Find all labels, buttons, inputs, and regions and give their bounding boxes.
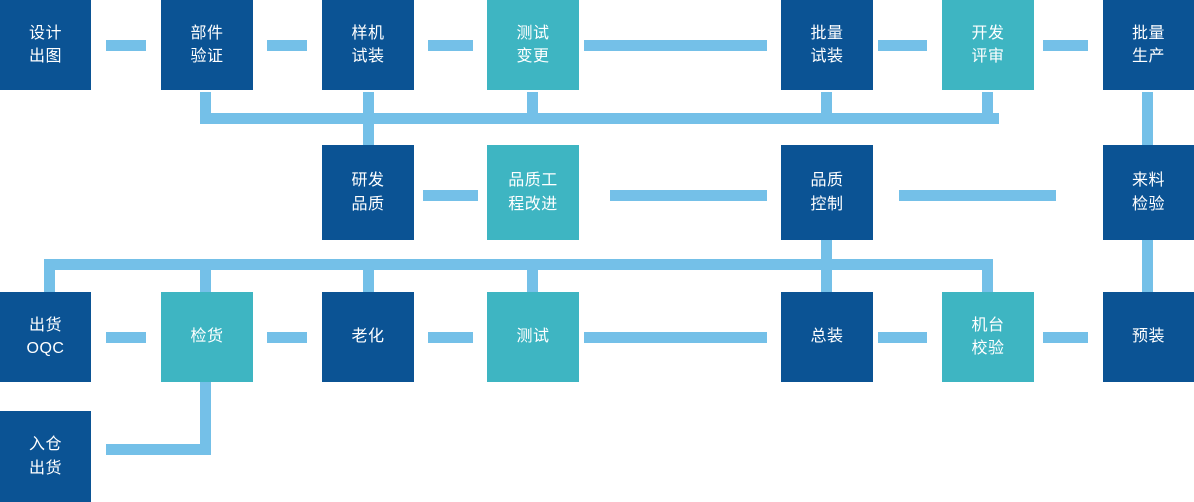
connector-c-design-to-component: [106, 40, 146, 51]
node-pre-assembly[interactable]: 预装: [1103, 292, 1194, 382]
node-label-line: 预装: [1131, 328, 1165, 346]
node-rd-quality[interactable]: 研发品质: [322, 145, 414, 240]
node-label-line: 出货: [28, 459, 62, 477]
node-incoming-inspection[interactable]: 来料检验: [1103, 145, 1194, 240]
node-label-line: 生产: [1131, 48, 1165, 65]
node-batch-trial[interactable]: 批量试装: [781, 0, 873, 90]
connector-c-massprod-to-incoming: [1142, 92, 1153, 145]
node-testing[interactable]: 测试: [487, 292, 579, 382]
node-label-line: 程改进: [508, 195, 558, 213]
connector-c-assembly-to-calibration: [878, 332, 927, 343]
node-label-line: 品质: [351, 195, 385, 213]
connector-c-drop-inspection: [200, 259, 211, 292]
connector-c-rise-assembly: [821, 240, 832, 292]
node-label-line: 机台: [971, 316, 1005, 334]
connector-c-rdquality-to-qualityeng: [423, 190, 478, 201]
connector-c-bus-top: [200, 113, 999, 124]
connector-c-drop-testchange: [527, 92, 538, 124]
node-prototype-assembly[interactable]: 样机试装: [322, 0, 414, 90]
connector-c-component-to-prototype: [267, 40, 307, 51]
node-mass-production[interactable]: 批量生产: [1103, 0, 1194, 90]
connector-c-inspection-to-aging: [267, 332, 307, 343]
node-label-line: 总装: [810, 328, 844, 346]
node-component-verify[interactable]: 部件验证: [161, 0, 253, 90]
node-label-line: 控制: [810, 195, 844, 213]
connector-c-batchtrial-to-devreview: [878, 40, 927, 51]
node-label-line: 部件: [190, 24, 224, 42]
connector-c-prototype-to-testchange: [428, 40, 473, 51]
node-label-line: 品质工: [508, 172, 558, 190]
node-dev-review[interactable]: 开发评审: [942, 0, 1034, 90]
node-label-line: 批量: [1131, 24, 1165, 42]
node-label-line: 来料: [1131, 172, 1165, 190]
node-label-line: 检货: [190, 328, 224, 346]
node-test-change[interactable]: 测试变更: [487, 0, 579, 90]
node-label-line: 验证: [190, 48, 224, 65]
node-quality-control[interactable]: 品质控制: [781, 145, 873, 240]
node-outgoing-oqc[interactable]: 出货 OQC: [0, 292, 91, 382]
connector-c-bus-bottom: [44, 259, 993, 270]
node-label-line: 入仓: [28, 436, 62, 454]
connector-c-inspection-down: [200, 382, 211, 455]
connector-c-drop-batchtrial: [821, 92, 832, 124]
node-final-assembly[interactable]: 总装: [781, 292, 873, 382]
node-label-line: 批量: [810, 24, 844, 42]
node-quality-eng-improve[interactable]: 品质工程改进: [487, 145, 579, 240]
connector-c-testing-to-assembly: [584, 332, 767, 343]
node-label-line: 出货: [28, 316, 62, 334]
connector-c-calibration-to-preassembly: [1043, 332, 1088, 343]
connector-c-incoming-to-preassembly: [1142, 240, 1153, 292]
node-label-line: 评审: [971, 48, 1005, 65]
node-label-line: 检验: [1131, 195, 1165, 213]
connector-c-testchange-to-batchtrial: [584, 40, 767, 51]
node-warehouse-shipping[interactable]: 入仓出货: [0, 411, 91, 502]
connector-c-drop-calibration: [982, 259, 993, 292]
node-label-line: OQC: [26, 340, 65, 357]
node-label-line: 校验: [971, 340, 1005, 357]
connector-c-aging-to-testing: [428, 332, 473, 343]
node-label-line: 测试: [516, 328, 550, 346]
node-label-line: 品质: [810, 172, 844, 190]
connector-c-drop-prototype: [363, 92, 374, 145]
connector-c-drop-component: [200, 92, 211, 124]
node-label-line: 研发: [351, 172, 385, 190]
node-machine-calibration[interactable]: 机台校验: [942, 292, 1034, 382]
connector-c-oqc-to-inspection: [106, 332, 146, 343]
node-label-line: 试装: [810, 48, 844, 65]
connector-c-drop-testing: [527, 259, 538, 292]
connector-c-drop-oqc: [44, 259, 55, 292]
node-label-line: 开发: [971, 24, 1005, 42]
connector-c-qualityctrl-to-incoming: [899, 190, 1056, 201]
node-label-line: 变更: [516, 48, 550, 65]
node-label-line: 试装: [351, 48, 385, 65]
node-label-line: 样机: [351, 24, 385, 42]
connector-c-drop-aging: [363, 259, 374, 292]
node-label-line: 出图: [28, 48, 62, 65]
connector-c-drop-devreview: [982, 92, 993, 124]
node-label-line: 老化: [351, 328, 385, 346]
node-label-line: 设计: [28, 24, 62, 42]
connector-c-inspection-to-warehouse: [106, 444, 211, 455]
node-goods-inspection[interactable]: 检货: [161, 292, 253, 382]
node-aging[interactable]: 老化: [322, 292, 414, 382]
node-design-drawing[interactable]: 设计出图: [0, 0, 91, 90]
node-label-line: 测试: [516, 24, 550, 42]
connector-c-qualityeng-to-qualityctrl: [610, 190, 767, 201]
connector-c-devreview-to-massprod: [1043, 40, 1088, 51]
